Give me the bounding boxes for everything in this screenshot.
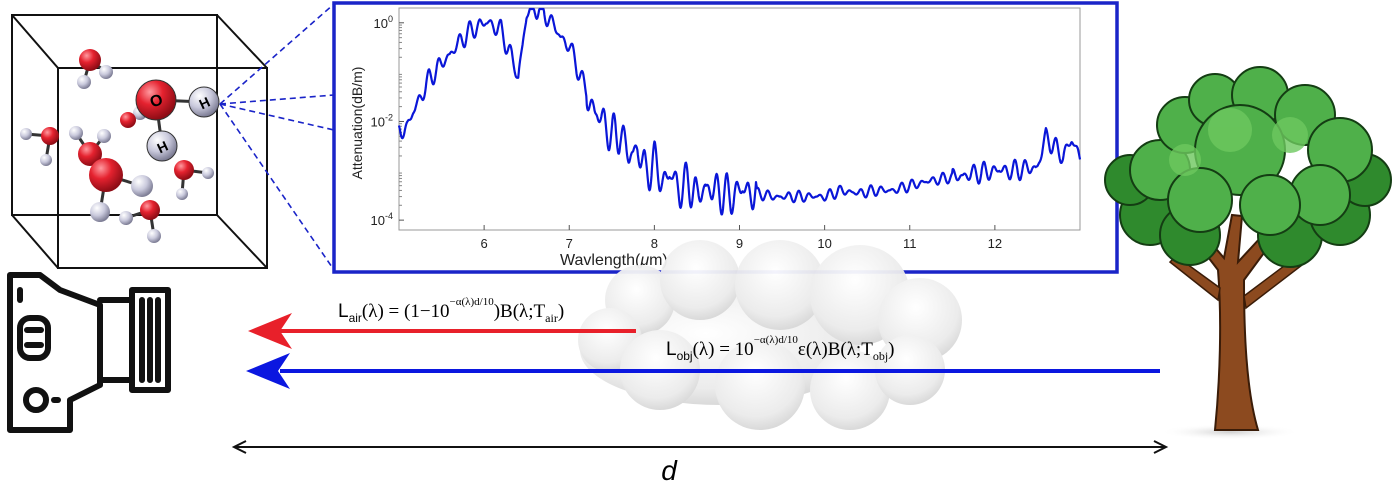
x-tick-label: 11 xyxy=(903,236,917,251)
tree-shadow xyxy=(1160,424,1300,440)
camera-icon xyxy=(7,272,171,433)
x-tick-label: 9 xyxy=(736,236,743,251)
x-ticks: 6 7 8 9 10 11 12 xyxy=(481,225,1002,251)
y-tick-label: 10-4 xyxy=(371,211,393,228)
oxygen-atom xyxy=(78,142,102,166)
hydrogen-atom xyxy=(119,211,133,225)
air-radiance-equation: Lair(λ) = (1−10−α(λ)d/10)B(λ;Tair) xyxy=(338,296,564,325)
water-molecules xyxy=(20,49,220,243)
oxygen-atom xyxy=(140,200,160,220)
oxygen-atom xyxy=(41,127,59,145)
y-tick-label: 100 xyxy=(374,14,393,31)
hydrogen-atom xyxy=(69,126,83,140)
distance-label: d xyxy=(661,455,678,486)
oxygen-atom xyxy=(89,158,123,192)
cloud xyxy=(578,240,962,430)
hydrogen-atom xyxy=(99,65,113,79)
x-tick-label: 7 xyxy=(566,236,573,251)
x-tick-label: 12 xyxy=(988,236,1002,251)
hydrogen-atom xyxy=(131,175,153,197)
object-radiance-equation: Lobj(λ) = 10−α(λ)d/10ε(λ)B(λ;Tobj) xyxy=(666,334,895,363)
oxygen-label: O xyxy=(148,91,166,111)
x-tick-label: 10 xyxy=(817,236,831,251)
tree-icon xyxy=(1104,66,1392,440)
y-tick-label: 10-2 xyxy=(371,112,393,129)
air-radiance-arrow xyxy=(248,313,636,349)
x-axis-label: Wavlength(μm) xyxy=(560,252,668,269)
attenuation-spectrum-line xyxy=(397,7,1082,216)
labeled-oxygen-atom xyxy=(135,79,177,121)
hydrogen-atom xyxy=(40,154,52,166)
labeled-hydrogen-atom-2 xyxy=(146,130,178,162)
molecule-cube xyxy=(11,14,268,269)
oxygen-atom xyxy=(120,112,136,128)
hydrogen-atom xyxy=(202,167,214,179)
hydrogen-atom xyxy=(176,188,188,200)
oxygen-atom xyxy=(79,49,101,71)
plot-frame xyxy=(332,1,1119,274)
object-radiance-arrow xyxy=(246,353,1160,389)
hydrogen-atom xyxy=(20,128,32,140)
zoom-lines xyxy=(219,3,335,271)
oxygen-atom xyxy=(174,160,194,180)
distance-arrow xyxy=(231,440,1169,454)
x-tick-label: 6 xyxy=(481,236,488,251)
hydrogen-atom xyxy=(77,75,91,89)
y-axis-label: Attenuation(dB/m) xyxy=(349,67,365,180)
hydrogen-atom xyxy=(90,202,110,222)
hydrogen-atom xyxy=(97,129,111,143)
x-tick-label: 8 xyxy=(651,236,658,251)
hydrogen-atom xyxy=(147,229,161,243)
labeled-hydrogen-atom xyxy=(188,86,220,118)
